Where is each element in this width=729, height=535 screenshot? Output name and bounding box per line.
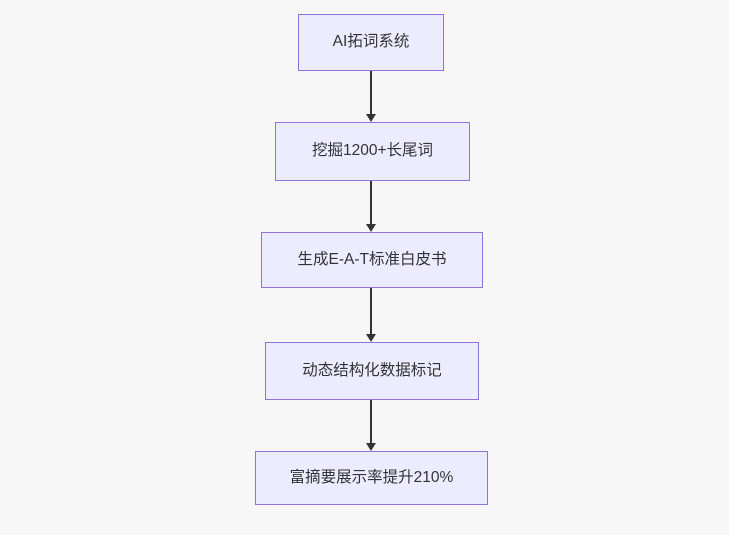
- flowchart-node-rich-snippet-rate-increase: 富摘要展示率提升210%: [255, 451, 488, 505]
- arrowhead-down-icon: [366, 114, 376, 122]
- node-label: 动态结构化数据标记: [302, 361, 442, 379]
- node-label: 挖掘1200+长尾词: [311, 142, 434, 160]
- arrowhead-down-icon: [366, 334, 376, 342]
- node-label: 富摘要展示率提升210%: [289, 468, 454, 486]
- flowchart-node-generate-eat-whitepaper: 生成E-A-T标准白皮书: [261, 232, 483, 288]
- node-label: 生成E-A-T标准白皮书: [297, 250, 447, 268]
- edge-line: [370, 400, 372, 443]
- edge-line: [370, 288, 372, 334]
- node-label: AI拓词系统: [332, 33, 410, 51]
- edge-line: [370, 181, 372, 224]
- arrowhead-down-icon: [366, 224, 376, 232]
- arrowhead-down-icon: [366, 443, 376, 451]
- edge-line: [370, 71, 372, 114]
- flowchart-node-mine-longtail-keywords: 挖掘1200+长尾词: [275, 122, 470, 181]
- flowchart-node-dynamic-structured-data-markup: 动态结构化数据标记: [265, 342, 479, 400]
- flowchart-node-ai-keyword-system: AI拓词系统: [298, 14, 444, 71]
